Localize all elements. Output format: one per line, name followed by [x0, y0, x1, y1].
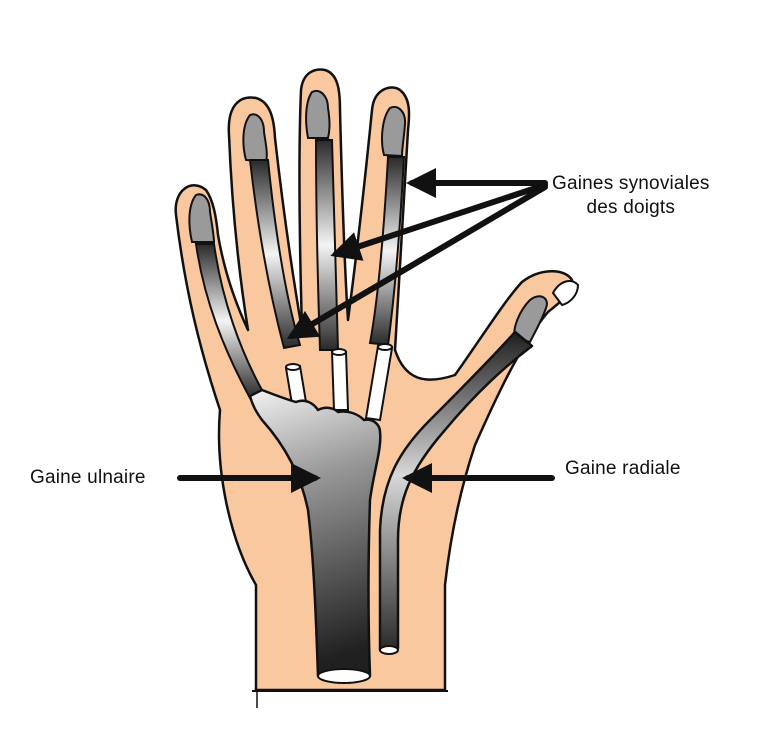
flexor-tendons	[284, 343, 394, 422]
label-synovial-sheaths: Gaines synoviales des doigts	[552, 172, 710, 220]
arrow-synovial-2	[330, 182, 548, 261]
ulnar-sheath	[248, 388, 382, 681]
label-ulnar-sheath: Gaine ulnaire	[30, 467, 146, 488]
finger-synovial-sheaths	[194, 139, 406, 400]
arrow-synovial-3	[286, 184, 548, 340]
ulnar-sheath-opening	[317, 668, 371, 684]
label-synovial-line2: des doigts	[586, 197, 676, 218]
label-radial-sheath: Gaine radiale	[565, 458, 681, 479]
annotation-arrows	[177, 168, 555, 493]
finger-tip-bones	[188, 90, 548, 344]
label-synovial-line1: Gaines synoviales	[552, 173, 710, 194]
thumb-nail	[551, 280, 580, 307]
radial-sheath-opening	[379, 645, 399, 655]
